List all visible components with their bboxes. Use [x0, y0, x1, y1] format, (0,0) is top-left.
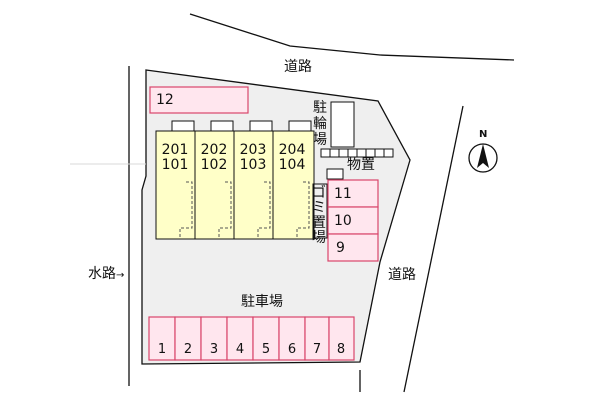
north-compass-icon — [468, 143, 498, 173]
bicycle-parking-shed — [330, 101, 355, 148]
unit-2: 202 102 — [195, 143, 233, 173]
parking-space-11: 11 — [334, 186, 352, 202]
unit-lower: 104 — [278, 157, 306, 173]
unit-upper: 201 — [161, 142, 189, 158]
building-stairs — [179, 181, 310, 238]
unit-1: 201 101 — [156, 143, 194, 173]
unit-lower: 102 — [200, 157, 228, 173]
bicycle-racks — [320, 148, 394, 158]
road-top-label: 道路 — [284, 59, 312, 75]
parking-space-3: 3 — [209, 342, 219, 357]
building — [155, 120, 315, 240]
parking-space-10: 10 — [334, 213, 352, 229]
bicycle-parking-label: 駐輪場 — [313, 100, 327, 148]
parking-space-1: 1 — [157, 342, 167, 357]
parking-lot-label: 駐車場 — [241, 294, 283, 310]
parking-space-5: 5 — [261, 342, 271, 357]
storage-box — [326, 168, 344, 180]
road-right-label: 道路 — [388, 267, 416, 283]
parking-space-8: 8 — [336, 342, 346, 357]
north-label: N — [479, 129, 488, 140]
storage-label: 物置 — [347, 157, 375, 173]
unit-lower: 103 — [239, 157, 267, 173]
top-parking — [149, 86, 249, 114]
waterway-label: 水路 — [88, 266, 116, 282]
bottom-parking — [148, 316, 355, 361]
parking-space-6: 6 — [287, 342, 297, 357]
parking-space-2: 2 — [183, 342, 193, 357]
parking-space-9: 9 — [336, 240, 345, 256]
unit-upper: 204 — [278, 142, 306, 158]
side-parking — [327, 179, 379, 262]
waterway-arrow-icon: → — [116, 270, 125, 281]
garbage-area-label: ゴミ置場 — [312, 185, 326, 246]
unit-4: 204 104 — [273, 143, 311, 173]
parking-space-7: 7 — [312, 342, 322, 357]
parking-space-4: 4 — [235, 342, 245, 357]
road-top-edge — [189, 13, 515, 61]
parking-space-12: 12 — [156, 92, 174, 108]
unit-upper: 202 — [200, 142, 228, 158]
unit-3: 203 103 — [234, 143, 272, 173]
garbage-area — [312, 183, 328, 239]
unit-upper: 203 — [239, 142, 267, 158]
road-right-edge-a — [403, 105, 464, 393]
unit-lower: 101 — [161, 157, 189, 173]
